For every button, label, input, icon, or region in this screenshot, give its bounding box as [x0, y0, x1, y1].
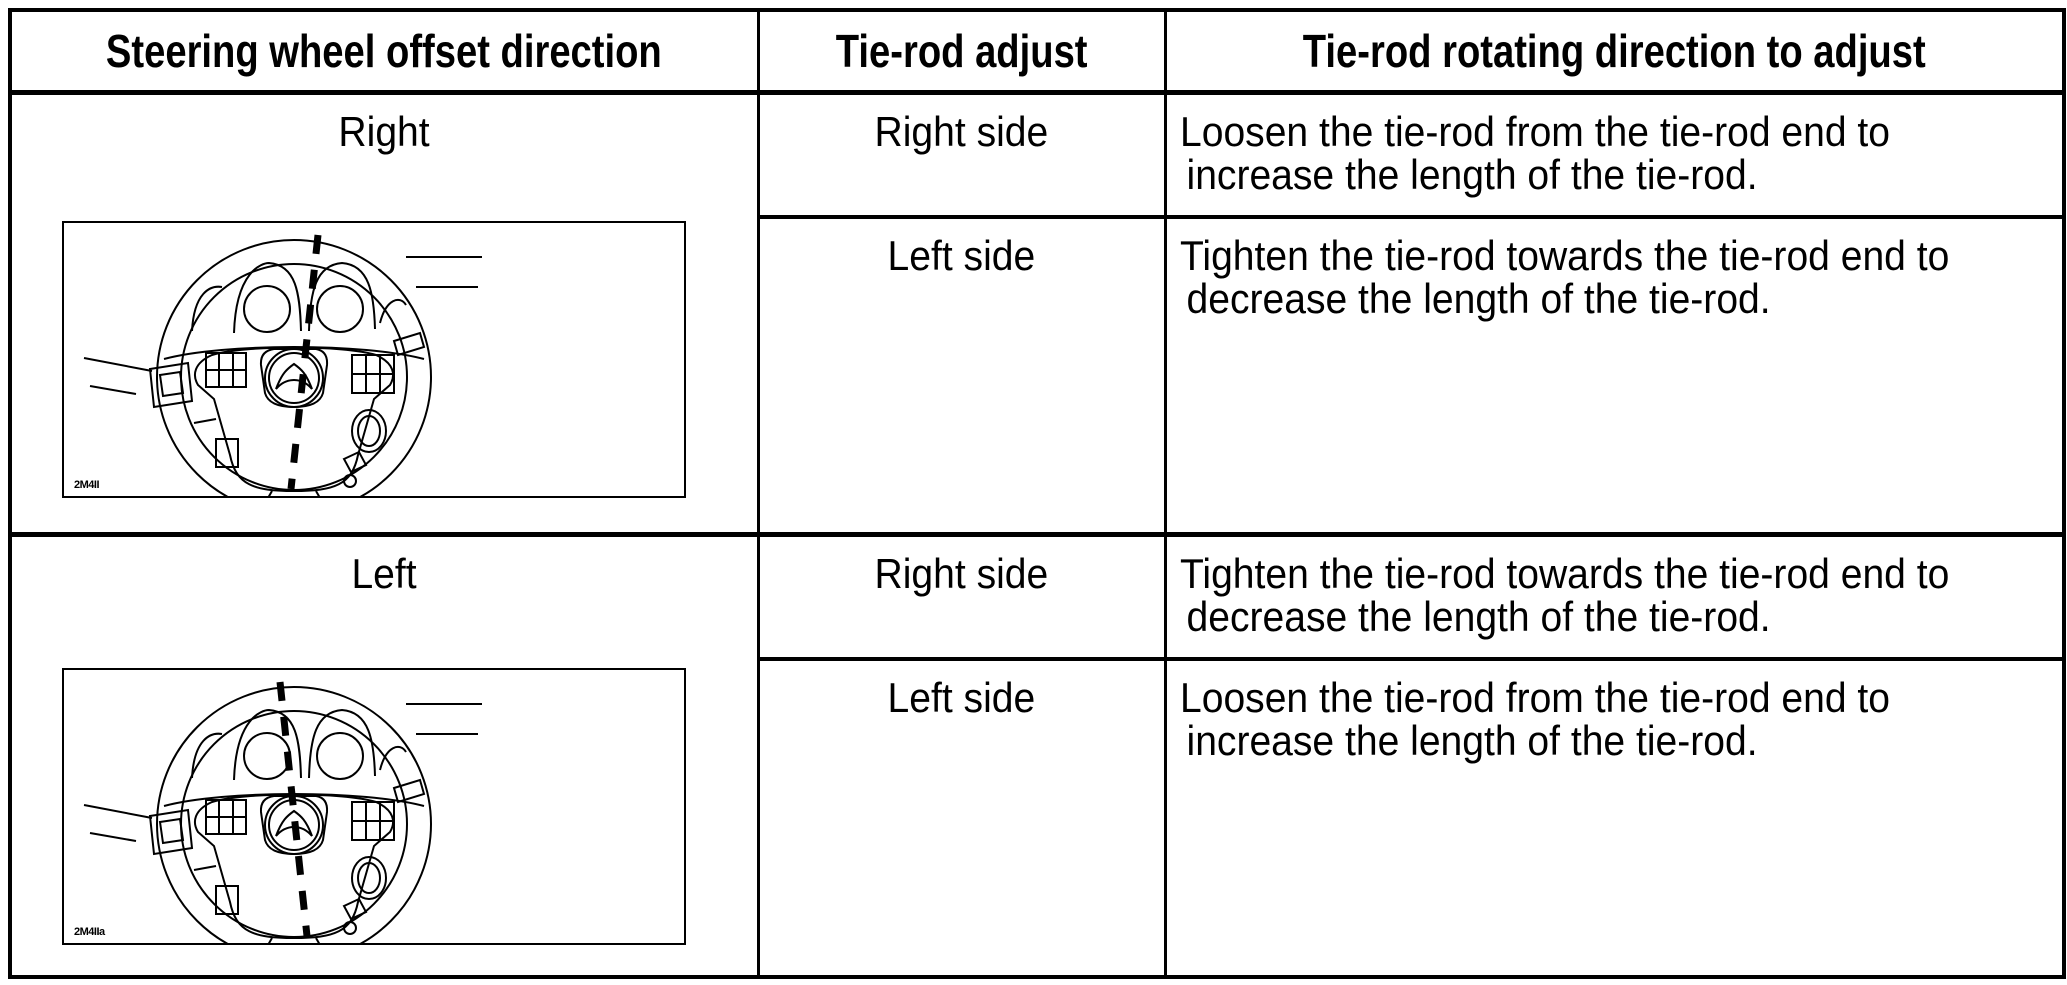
instruction-line: Tighten the tie-rod towards the tie-rod … — [1179, 549, 1949, 597]
instruction-line: increase the length of the tie-rod. — [1186, 717, 1758, 764]
cell-right-side-2: Right side — [756, 534, 1167, 661]
header-rotating-direction: Tie-rod rotating direction to adjust — [1163, 8, 2066, 95]
instruction-line: increase the length of the tie-rod. — [1186, 150, 1758, 198]
side-label: Right side — [874, 549, 1049, 597]
offset-left-label: Left — [351, 549, 417, 597]
side-label: Left side — [887, 232, 1036, 279]
offset-centerline-dashed-left — [276, 681, 311, 936]
offset-right-label: Right — [338, 107, 430, 155]
header-offset-direction-label: Steering wheel offset direction — [106, 24, 663, 77]
figure-code: 2M4IIa — [74, 925, 105, 938]
steering-wheel-figure-left: 2M4IIa — [62, 667, 686, 945]
cell-instruction-1b: Tighten the tie-rod towards the tie-rod … — [1163, 217, 2066, 537]
instruction-line: decrease the length of the tie-rod. — [1186, 275, 1771, 322]
instruction-line: Loosen the tie-rod from the tie-rod end … — [1179, 107, 1890, 155]
header-row: Steering wheel offset direction Tie-rod … — [8, 8, 2066, 95]
side-label: Right side — [874, 107, 1049, 155]
cell-instruction-1a: Loosen the tie-rod from the tie-rod end … — [1163, 92, 2066, 219]
instruction-line: Loosen the tie-rod from the tie-rod end … — [1179, 674, 1890, 721]
header-rotating-direction-label: Tie-rod rotating direction to adjust — [1302, 24, 1926, 77]
cell-instruction-2b: Loosen the tie-rod from the tie-rod end … — [1163, 659, 2066, 977]
cell-offset-right: Right 2M4II — [8, 92, 760, 537]
header-tie-rod-adjust: Tie-rod adjust — [756, 8, 1167, 95]
side-label: Left side — [887, 674, 1036, 721]
header-tie-rod-adjust-label: Tie-rod adjust — [835, 24, 1088, 77]
steering-wheel-figure-right: 2M4II — [62, 220, 686, 498]
cell-left-side-1: Left side — [756, 217, 1167, 537]
row-right-offset-left-side: Left side Tighten the tie-rod towards th… — [10, 217, 2066, 537]
tie-rod-adjustment-table: Steering wheel offset direction Tie-rod … — [8, 8, 2066, 979]
offset-centerline-dashed-right — [287, 234, 322, 489]
instruction-line: decrease the length of the tie-rod. — [1186, 592, 1771, 640]
row-left-offset-left-side: Left side Loosen the tie-rod from the ti… — [10, 659, 2066, 977]
figure-code: 2M4II — [74, 478, 100, 491]
row-right-offset-right-side: Right 2M4II Right side Loosen the tie-ro… — [8, 92, 2066, 537]
cell-left-side-2: Left side — [756, 659, 1167, 977]
steering-wheel-illustration — [64, 681, 684, 943]
cell-offset-left: Left 2M4IIa — [8, 534, 760, 979]
cell-instruction-2a: Tighten the tie-rod towards the tie-rod … — [1163, 534, 2066, 661]
cell-right-side-1: Right side — [756, 92, 1167, 219]
row-left-offset-right-side: Left 2M4IIa Right side Tighten the tie-r… — [8, 534, 2066, 979]
steering-wheel-illustration — [64, 234, 684, 496]
header-offset-direction: Steering wheel offset direction — [8, 8, 760, 95]
instruction-line: Tighten the tie-rod towards the tie-rod … — [1179, 232, 1949, 279]
